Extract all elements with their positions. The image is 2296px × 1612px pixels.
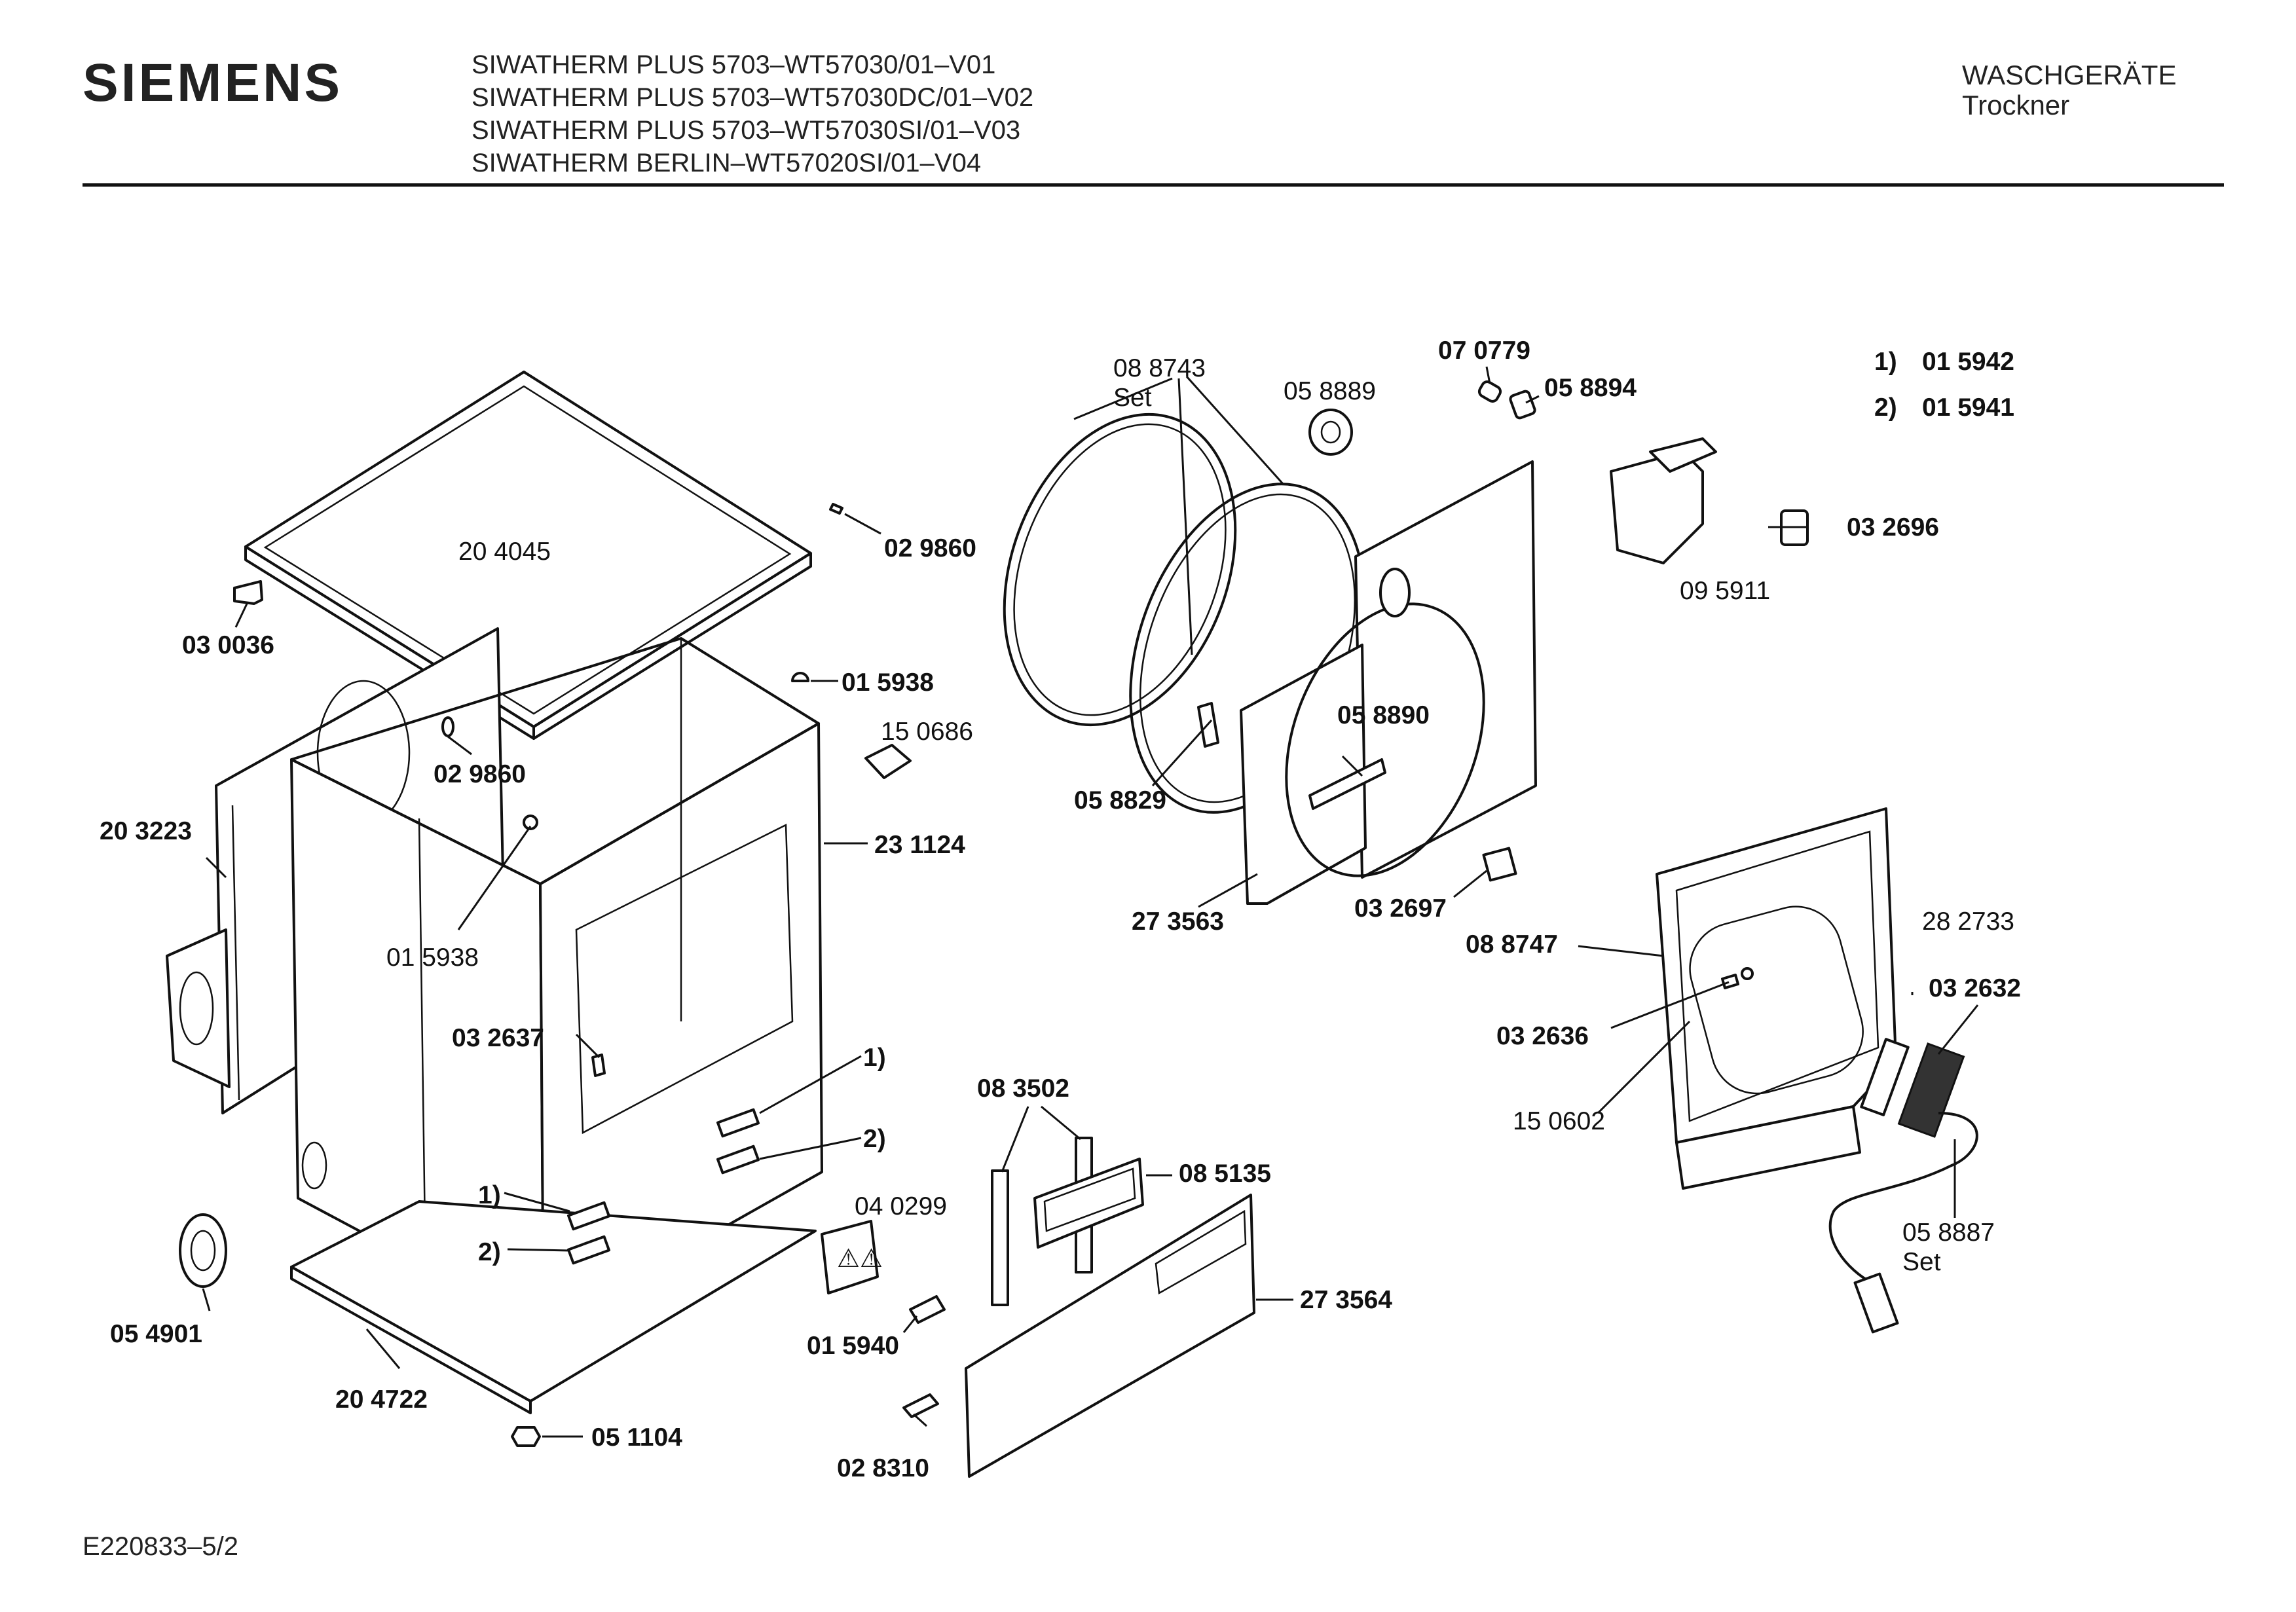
part-label: 05 8887 xyxy=(1902,1218,1995,1247)
part-label: 03 0036 xyxy=(182,631,274,659)
part-label: 05 1104 xyxy=(591,1423,682,1452)
part-label: 1) xyxy=(478,1181,501,1209)
side-panel-left xyxy=(166,928,231,1088)
part-label: 03 2632 xyxy=(1929,974,2021,1002)
category-title: WASCHGERÄTE xyxy=(1962,60,2177,90)
part-label: 03 2696 xyxy=(1847,513,1939,541)
leader-lines-center xyxy=(1073,366,1979,1218)
part-label: 15 0686 xyxy=(881,718,973,746)
part-label: 23 1124 xyxy=(874,831,965,859)
header-rule xyxy=(83,183,2224,187)
base-plate xyxy=(290,1200,817,1414)
part-label: 08 8747 xyxy=(1466,930,1558,959)
part-label: 20 3223 xyxy=(100,817,192,845)
part-label: 02 9860 xyxy=(884,534,976,562)
part-label: 15 0602 xyxy=(1513,1107,1605,1135)
cabinet-frame xyxy=(290,637,823,1330)
part-label: 07 0779 xyxy=(1438,337,1530,365)
brand-logo: SIEMENS xyxy=(83,53,343,113)
legend-value: 01 5942 xyxy=(1922,348,2014,376)
part-label: 02 9860 xyxy=(434,760,526,788)
document-code: E220833–5/2 xyxy=(83,1532,239,1561)
part-label: 08 3502 xyxy=(977,1074,1069,1103)
part-label: Set xyxy=(1113,384,1152,412)
part-label: 09 5911 xyxy=(1680,577,1770,605)
part-label: 2) xyxy=(863,1125,886,1153)
part-label: 05 4901 xyxy=(110,1320,202,1348)
part-label: 03 2697 xyxy=(1354,894,1447,923)
part-label: 03 2636 xyxy=(1496,1022,1589,1050)
control-panel-parts: ⚠⚠ xyxy=(821,1137,1255,1478)
part-label: 05 8890 xyxy=(1337,701,1430,729)
category-subtitle: Trockner xyxy=(1962,90,2070,120)
svg-text:⚠⚠: ⚠⚠ xyxy=(837,1245,883,1273)
part-label: 03 2637 xyxy=(452,1024,544,1052)
part-label: 27 3563 xyxy=(1132,907,1224,936)
model-list: SIWATHERM PLUS 5703–WT57030/01–V01 SIWAT… xyxy=(472,48,1033,179)
part-label: 08 8743 xyxy=(1113,354,1206,382)
part-label: 01 5938 xyxy=(842,669,934,697)
front-panel xyxy=(1240,460,1537,905)
category-block: WASCHGERÄTE Trockner xyxy=(1962,60,2176,120)
part-label: 20 4722 xyxy=(335,1385,428,1414)
part-label: Set xyxy=(1902,1248,1941,1276)
part-label: 08 5135 xyxy=(1179,1160,1271,1188)
part-label: 05 8829 xyxy=(1074,786,1166,815)
part-label: 02 8310 xyxy=(837,1454,929,1482)
leader-lines-left xyxy=(202,513,881,1438)
model-line: SIWATHERM BERLIN–WT57020SI/01–V04 xyxy=(472,149,982,177)
leader-lines-bottom xyxy=(902,1105,1293,1427)
model-line: SIWATHERM PLUS 5703–WT57030DC/01–V02 xyxy=(472,83,1034,112)
legend-value: 01 5941 xyxy=(1922,394,2014,422)
door-frame xyxy=(1656,807,1897,1190)
part-label: 01 5940 xyxy=(807,1332,899,1360)
part-label: 27 3564 xyxy=(1300,1286,1392,1314)
part-label: 2) xyxy=(478,1238,501,1266)
legend-key: 2) xyxy=(1874,394,1897,422)
small-parts-left xyxy=(179,503,912,1447)
part-label: 05 8894 xyxy=(1544,374,1637,402)
part-label: 04 0299 xyxy=(855,1192,947,1220)
part-label: 1) xyxy=(863,1044,886,1072)
part-label: 20 4045 xyxy=(458,538,551,566)
legend-key: 1) xyxy=(1874,348,1897,376)
part-label: 28 2733 xyxy=(1922,907,2014,936)
part-label: 01 5938 xyxy=(386,943,479,972)
model-line: SIWATHERM PLUS 5703–WT57030/01–V01 xyxy=(472,50,996,79)
model-line: SIWATHERM PLUS 5703–WT57030SI/01–V03 xyxy=(472,116,1021,145)
part-label: 05 8889 xyxy=(1284,377,1376,405)
